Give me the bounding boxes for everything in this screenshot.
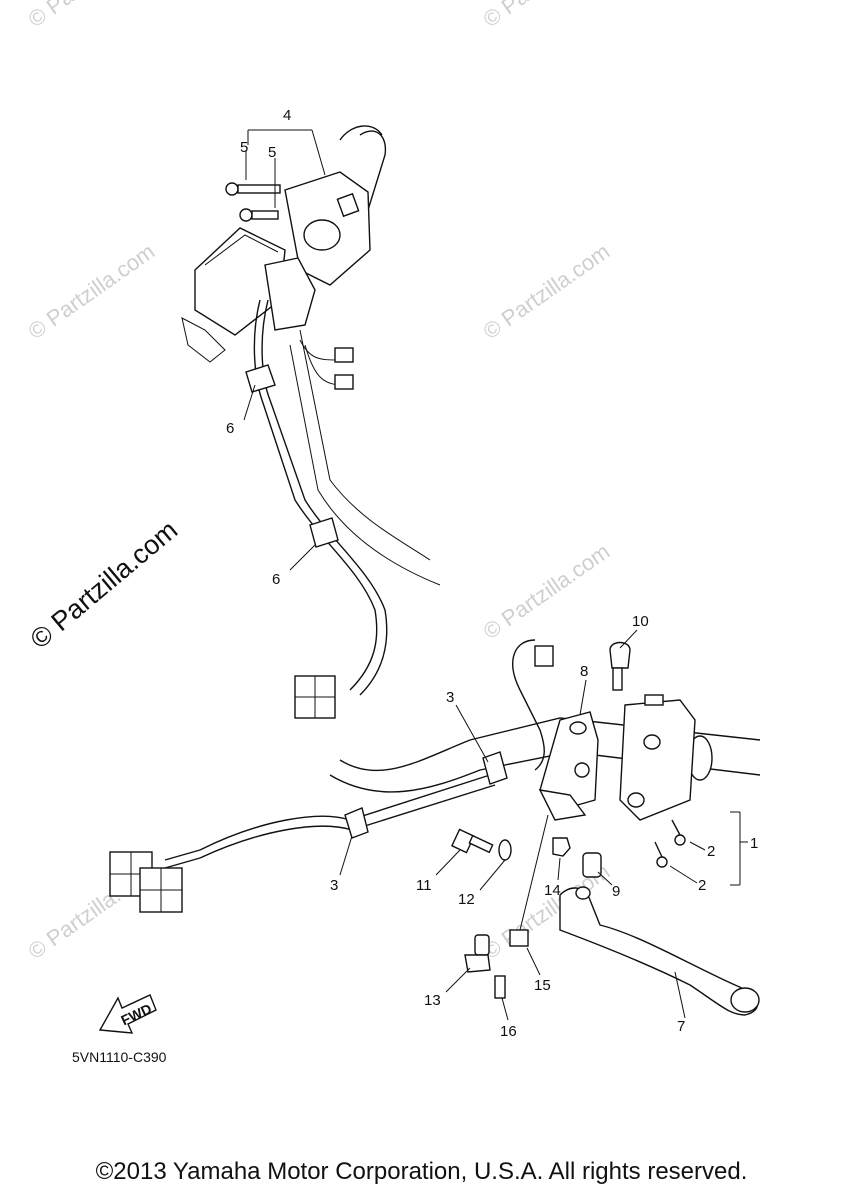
forward-arrow-icon: FWD [98,994,157,1034]
callout-5: 5 [240,139,248,156]
callout-2: 2 [698,877,706,894]
leader-lines [243,129,748,1021]
callout-10: 10 [632,613,649,630]
bolt-5-b [239,208,279,222]
lever-7 [559,886,760,1016]
lower-clamps [344,751,508,839]
diagram-code: 5VN1110-C390 [72,1049,167,1065]
watermark: © Partzilla.com [479,539,615,645]
callout-4: 4 [283,107,291,124]
callout-15: 15 [534,977,551,994]
upper-wiring [253,299,388,696]
upper-clamps [245,364,339,548]
collar-9 [582,852,602,878]
lower-wiring [164,639,554,869]
callout-16: 16 [500,1023,517,1040]
clutch-switch [464,814,549,999]
callout-9: 9 [612,883,620,900]
callout-13: 13 [424,992,441,1009]
bolt-10 [609,641,631,691]
watermarks: © Partzilla.com © Partzilla.com © Partzi… [24,0,615,964]
lower-switch-assembly [619,694,696,821]
callout-3: 3 [446,689,454,706]
callout-11: 11 [416,877,432,894]
washer-12 [498,839,512,861]
watermark: © Partzilla.com [24,239,160,345]
switch-screws [654,819,686,868]
callout-2: 2 [707,843,715,860]
bolt-5-a [225,182,281,196]
fwd-label: FWD [118,1000,154,1028]
lever-holder [538,711,599,821]
copyright-notice: ©2013 Yamaha Motor Corporation, U.S.A. A… [95,1158,748,1185]
callout-12: 12 [458,891,475,908]
watermark: © Partzilla.com [479,239,615,345]
lower-connectors [109,851,183,913]
watermark: © Partzilla.com [24,0,160,32]
upper-handlebar [289,125,441,586]
callouts: 4 5 5 6 6 10 8 3 1 2 2 3 11 12 14 9 13 1… [226,107,758,1040]
watermark: © Partzilla.com [479,0,615,32]
callout-7: 7 [677,1018,685,1035]
callout-5: 5 [268,144,276,161]
upper-bolts [225,182,281,222]
callout-14: 14 [544,882,561,899]
callout-1: 1 [750,835,758,852]
bolt-11 [451,828,494,854]
upper-connector [294,675,336,719]
upper-switch-assembly [181,171,371,363]
callout-3: 3 [330,877,338,894]
watermark-large: © Partzilla.com [25,515,184,655]
callout-8: 8 [580,663,588,680]
nut-14 [552,837,571,857]
callout-6: 6 [226,420,234,437]
callout-6: 6 [272,571,280,588]
